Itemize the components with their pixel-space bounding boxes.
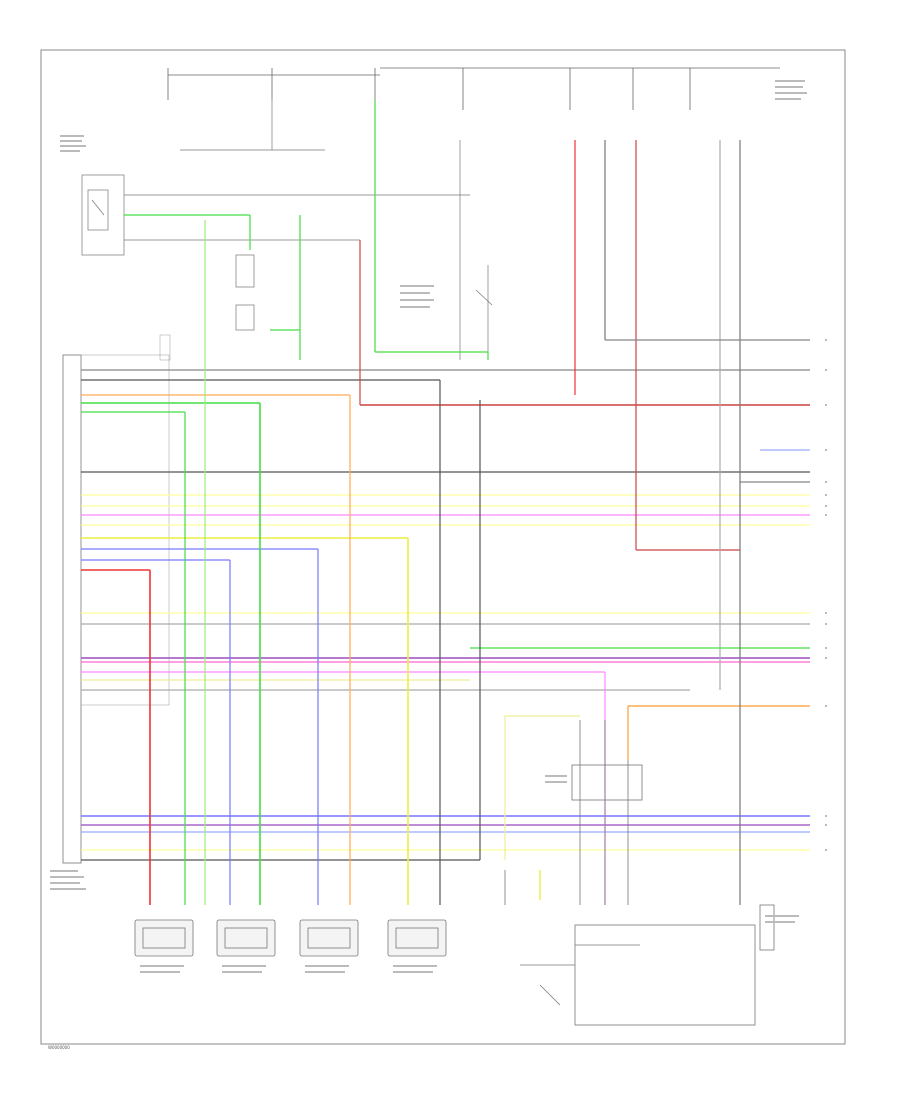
relay-block xyxy=(504,706,643,905)
horizontal-wires xyxy=(81,369,810,861)
footer-code: W0000000 xyxy=(48,1045,70,1050)
diagram-frame xyxy=(40,49,846,1045)
right-terminals xyxy=(825,339,827,851)
top-left-switch xyxy=(81,174,470,256)
green-loop-wires xyxy=(124,214,489,360)
bottom-right-module xyxy=(504,870,775,1026)
sensor-connectors xyxy=(134,919,447,957)
label-marks xyxy=(50,80,807,973)
ecu-connector xyxy=(62,334,171,864)
center-components xyxy=(180,100,493,360)
top-power-bus xyxy=(167,67,780,110)
vertical-wires xyxy=(149,100,741,905)
